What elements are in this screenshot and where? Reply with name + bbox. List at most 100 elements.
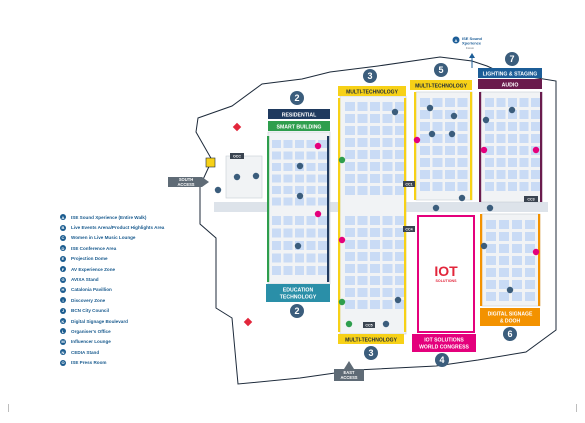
booth: [345, 276, 355, 285]
booth: [382, 102, 393, 111]
booth: [283, 266, 293, 275]
booth: [272, 228, 281, 238]
booth: [445, 182, 455, 191]
booth-marker: [482, 116, 490, 124]
legend-code: B: [60, 224, 66, 231]
booth: [272, 163, 281, 171]
booth: [457, 146, 468, 155]
sound-xperience-sub: Forum: [466, 46, 475, 50]
booth: [485, 122, 494, 131]
booth: [357, 264, 368, 273]
audio-label: AUDIO: [502, 83, 519, 89]
booth-marker: [314, 210, 322, 218]
booth: [531, 170, 540, 179]
booth: [345, 216, 355, 225]
booth: [382, 240, 393, 249]
booth: [496, 158, 506, 167]
hall-2-number: 2: [294, 93, 299, 103]
east-access-line1: EAST: [344, 370, 355, 375]
booth: [519, 170, 529, 179]
booth: [457, 170, 468, 179]
legend-label: AV Experience Zone: [71, 266, 116, 272]
booth: [486, 292, 496, 301]
booth: [519, 182, 529, 191]
booth: [370, 252, 380, 261]
booth: [508, 158, 517, 167]
sound-xperience-line2: Xperience: [462, 41, 482, 46]
east-access-line2: ACCESS: [340, 375, 357, 380]
booth: [496, 134, 506, 143]
booth: [512, 244, 522, 253]
hall-3-bottom-label: MULTI-TECHNOLOGY: [345, 338, 398, 344]
legend-code: M: [60, 338, 66, 345]
hall-5-number: 5: [438, 65, 443, 75]
booth: [382, 162, 393, 171]
booth: [395, 240, 405, 249]
booth-marker: [296, 192, 304, 200]
booth: [357, 138, 368, 147]
booth: [395, 228, 405, 237]
legend-label: Organiser's Office: [71, 328, 111, 334]
audio-banner: [478, 79, 542, 89]
booth: [486, 232, 496, 241]
booth-marker: [382, 320, 390, 328]
booth: [485, 110, 494, 119]
hall-5-top-banner: [410, 80, 472, 90]
legend-code: G: [60, 276, 66, 283]
booth-marker: [314, 142, 322, 150]
booth: [485, 170, 494, 179]
booth: [306, 151, 316, 160]
first-aid-icon: [243, 317, 253, 327]
legend-label: Digital Signage Boulevard: [71, 318, 128, 324]
booth-marker: [296, 162, 304, 170]
hall-4-number: 4: [439, 355, 444, 365]
digital-signage-banner: [480, 308, 540, 326]
booth: [432, 110, 443, 119]
booth: [295, 140, 304, 148]
cc4-label: CC4: [405, 228, 412, 232]
legend-code: K: [60, 318, 66, 325]
booth-marker: [432, 204, 440, 212]
booth: [395, 138, 405, 147]
booth: [345, 114, 355, 123]
cc1-tag: [403, 181, 415, 187]
booth: [512, 292, 522, 301]
booth: [272, 186, 281, 194]
booth: [382, 288, 393, 297]
booth-marker: [486, 204, 494, 212]
booth: [496, 122, 506, 131]
east-access-arrow: [344, 361, 354, 369]
booth: [382, 252, 393, 261]
booth: [445, 98, 455, 107]
booth: [457, 182, 468, 191]
digital-signage-line1: DIGITAL SIGNAGE: [488, 312, 533, 318]
residential-banner: [268, 109, 330, 119]
booth: [496, 146, 506, 155]
hall-3-bottom-banner: [338, 334, 404, 344]
booth: [519, 122, 529, 131]
south-access-line2: ACCESS: [177, 182, 194, 187]
booth: [370, 240, 380, 249]
booth: [395, 162, 405, 171]
booth: [496, 182, 506, 191]
booth: [512, 280, 522, 289]
hall-4-area: [417, 215, 475, 333]
booth: [519, 98, 529, 107]
booth: [531, 110, 540, 119]
legend-label: BCN City Council: [71, 308, 110, 314]
booth-marker: [345, 320, 353, 328]
booth: [283, 241, 293, 250]
booth: [295, 174, 304, 183]
hall-2-stripe-navy: [327, 136, 330, 282]
booth: [432, 170, 443, 179]
booth-marker: [480, 146, 488, 154]
hall-2-badge: [290, 91, 304, 105]
booth: [306, 216, 316, 225]
booth: [272, 253, 281, 263]
booth: [295, 266, 304, 275]
hall-6-stripe-right: [538, 214, 541, 306]
hall-2-bottom-number: 2: [294, 306, 299, 316]
